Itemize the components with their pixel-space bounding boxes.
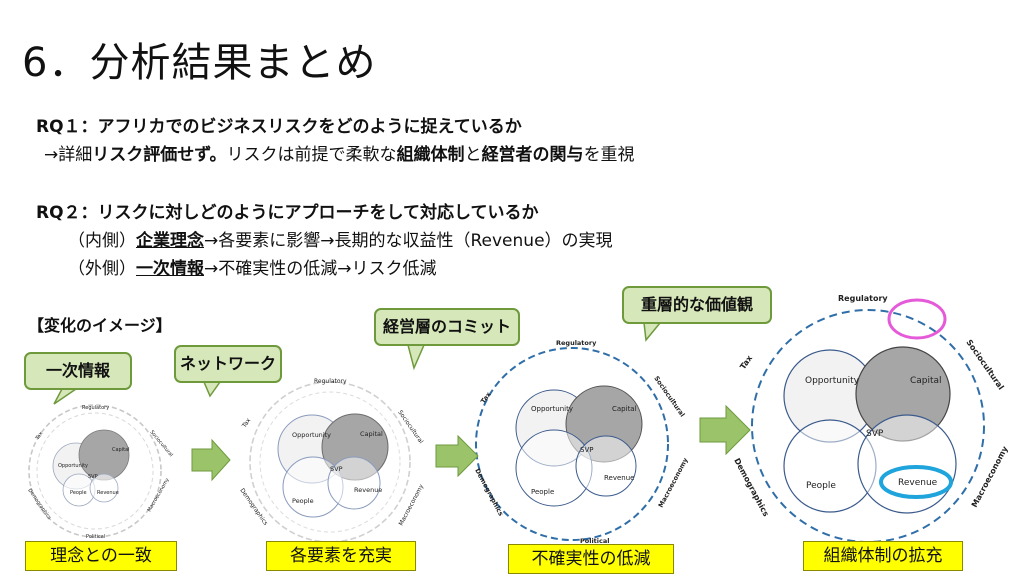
rq2-inner-prefix: （内側）: [68, 231, 136, 251]
callout-network: ネットワーク: [174, 345, 282, 383]
stage3-political-label: Political: [580, 537, 610, 545]
stage1-inner-ring: [36, 412, 154, 530]
rq1-answer-p6: 経営者の関与: [481, 145, 584, 165]
stage4-tax-label: Tax: [738, 353, 754, 371]
rq1-answer: →詳細リスク評価せず。リスクは前提で柔軟な組織体制と経営者の関与を重視: [44, 140, 635, 165]
callout-4-tail: [643, 322, 662, 342]
stage1-sociocultural-label: Sociocultural: [148, 429, 173, 458]
stage3-svp-label: SVP: [580, 446, 593, 454]
stage2-svp-label: SVP: [330, 465, 343, 473]
stage3-demographics-label: Demographics: [473, 467, 505, 517]
rq2-outer-key: 一次情報: [136, 259, 204, 279]
callout-layered-values: 重層的な価値観: [622, 286, 772, 324]
stage2-sociocultural-label: Sociocultural: [396, 409, 424, 445]
stage2-diagram: Regulatory Sociocultural Tax Demographic…: [238, 378, 426, 543]
stage2-macroeconomy-label: Macroeconomy: [398, 483, 426, 527]
stage1-capital-circle: [78, 429, 130, 481]
stage-label-2: 各要素を充実: [266, 541, 416, 571]
stage4-capital-label: Capital: [910, 376, 942, 386]
stage1-capital-label: Capital: [112, 447, 130, 453]
stage4-regulatory-label: Regulatory: [838, 294, 888, 303]
arrow-1-icon: [191, 438, 231, 482]
arrow-3-icon: [699, 404, 751, 456]
stage3-capital-label: Capital: [612, 405, 637, 413]
rq1-answer-p3: リスクは前提で柔軟な: [226, 145, 397, 165]
stage-label-1: 理念との一致: [25, 541, 177, 571]
stage4-opportunity-label: Opportunity: [805, 376, 860, 386]
stage2-revenue-label: Revenue: [354, 486, 382, 494]
stage-label-4: 組織体制の拡充: [803, 541, 963, 571]
rq1-answer-p4: 組織体制: [396, 145, 465, 165]
rq2-outer-prefix: （外側）: [68, 259, 136, 279]
stage2-outer-ring: [249, 381, 411, 543]
stage1-tax-label: Tax: [34, 431, 44, 442]
stage3-regulatory-label: Regulatory: [556, 339, 597, 347]
stage2-capital-label: Capital: [360, 430, 383, 438]
rq2-inner-key: 企業理念: [136, 231, 204, 251]
rq2-inner: （内側）企業理念→各要素に影響→長期的な収益性（Revenue）の実現: [68, 226, 613, 251]
page-title: 6．分析結果まとめ: [22, 40, 377, 86]
rq1-question: RQ１：アフリカでのビジネスリスクをどのように捉えているか: [36, 117, 522, 137]
stage2-opportunity-label: Opportunity: [292, 431, 331, 439]
stage2-revenue-circle: [327, 456, 381, 510]
stage2-regulatory-label: Regulatory: [314, 378, 347, 385]
rq2-inner-rest: →各要素に影響→長期的な収益性（Revenue）の実現: [204, 231, 613, 251]
stage4-revenue-label: Revenue: [898, 478, 938, 488]
stage3-people-label: People: [531, 488, 554, 496]
callout-2-tail: [202, 381, 222, 398]
stage4-regulatory-highlight: [887, 298, 947, 340]
stage1-revenue-label: Revenue: [97, 490, 119, 496]
stage4-diagram: Regulatory Sociocultural Tax Demographic…: [732, 294, 1010, 543]
stage4-people-label: People: [806, 481, 836, 491]
stage1-regulatory-label: Regulatory: [82, 405, 109, 411]
rq1-answer-p1: →詳細: [44, 145, 93, 165]
callout-management-commitment: 経営層のコミット: [374, 308, 520, 346]
stage1-diagram: Regulatory Sociocultural Tax Demographic…: [26, 404, 174, 540]
stage3-diagram: Regulatory Sociocultural Tax Demographic…: [473, 339, 690, 545]
stage3-revenue-label: Revenue: [604, 474, 635, 482]
rq2-outer: （外側）一次情報→不確実性の低減→リスク低減: [68, 254, 437, 279]
stage4-svp-label: SVP: [866, 429, 884, 439]
stage4-revenue-highlight: [879, 465, 953, 499]
stage1-political-label: Political: [86, 534, 105, 540]
stage1-demographics-label: Demographics: [26, 488, 52, 521]
stage1-svp-label: SVP: [88, 474, 98, 480]
callout-first-hand-info: 一次情報: [24, 352, 132, 390]
stage3-outer-ring: [475, 347, 669, 541]
stage2-inner-ring: [259, 391, 401, 533]
stage3-sociocultural-label: Sociocultural: [652, 375, 686, 419]
stage2-tax-label: Tax: [240, 417, 252, 430]
image-heading: 【変化のイメージ】: [28, 316, 172, 335]
rq2-outer-rest: →不確実性の低減→リスク低減: [204, 259, 437, 279]
stage1-macroeconomy-label: Macroeconomy: [147, 477, 171, 513]
callout-3-tail: [407, 344, 426, 371]
rq1-answer-p7: を重視: [583, 145, 635, 165]
rq1-answer-p2: リスク評価せず。: [92, 145, 227, 165]
rq2-question: RQ２：リスクに対しどのようにアプローチをして対応しているか: [36, 203, 539, 223]
stage3-macroeconomy-label: Macroeconomy: [657, 456, 690, 509]
stage4-sociocultural-label: Sociocultural: [964, 338, 1005, 392]
stage1-revenue-circle: [89, 473, 119, 503]
stage3-opportunity-label: Opportunity: [531, 405, 573, 413]
stage1-opportunity-label: Opportunity: [58, 463, 88, 469]
stage2-people-label: People: [292, 497, 314, 505]
stage4-demographics-label: Demographics: [732, 457, 770, 519]
stage4-macroeconomy-label: Macroeconomy: [970, 444, 1010, 509]
stage3-revenue-circle: [575, 435, 637, 497]
callout-1-tail: [53, 388, 79, 405]
arrow-2-icon: [435, 434, 479, 478]
stage-label-3: 不確実性の低減: [508, 544, 674, 574]
stage1-outer-ring: [28, 404, 162, 538]
stage1-people-label: People: [70, 490, 87, 496]
rq1-answer-p5: と: [464, 145, 482, 165]
